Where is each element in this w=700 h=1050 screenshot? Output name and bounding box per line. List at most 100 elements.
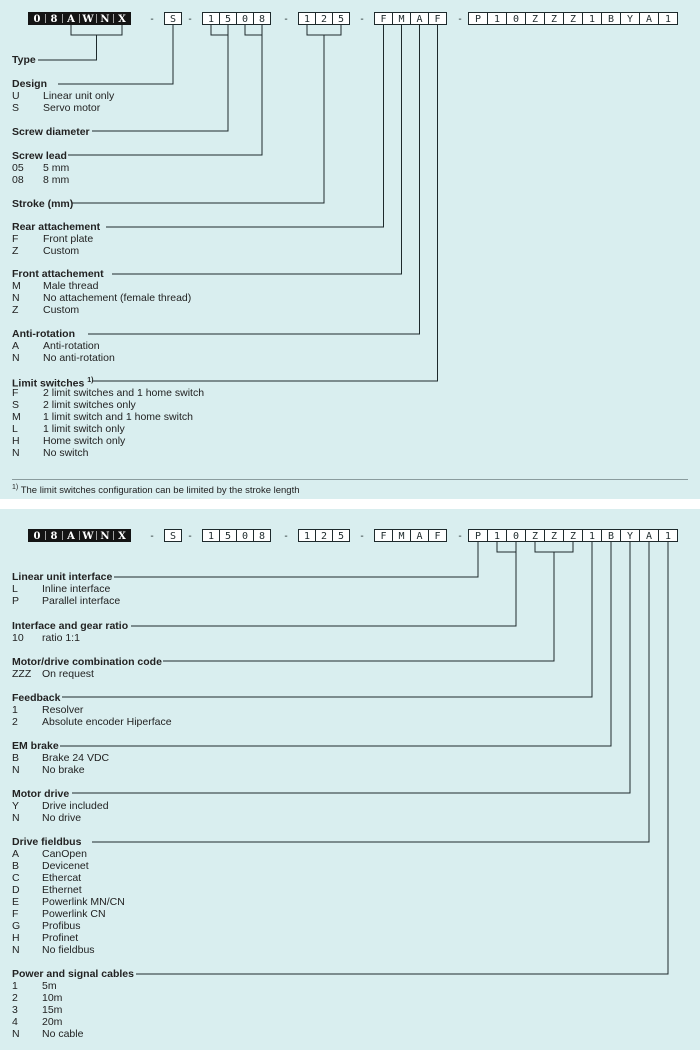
undefined-tail-code-char: P xyxy=(475,14,481,25)
separator-dash: - xyxy=(360,14,363,25)
interface-title: Linear unit interface xyxy=(12,571,113,583)
separator-dash: - xyxy=(458,14,461,25)
undefined-option-code-char: A xyxy=(416,531,422,542)
undefined-tail-code-char: Y xyxy=(627,531,633,542)
separator-dash: - xyxy=(360,531,363,542)
gear-leader xyxy=(131,552,517,627)
separator-dash: - xyxy=(188,531,191,542)
separator-dash: - xyxy=(150,531,153,542)
interface-code: L xyxy=(12,583,18,595)
limit-desc: Home switch only xyxy=(43,435,126,447)
motor-code: ZZZ xyxy=(12,668,32,680)
gear-desc: ratio 1:1 xyxy=(42,632,80,644)
front-code: N xyxy=(12,292,20,304)
cables-code: N xyxy=(12,1028,20,1040)
undefined-tail-code-char: 1 xyxy=(665,531,671,542)
fieldbus-code: G xyxy=(12,920,21,932)
screw-lead-code: 08 xyxy=(12,174,24,186)
fieldbus-desc: Profinet xyxy=(42,932,79,944)
front-desc: Custom xyxy=(43,304,80,316)
screw-diameter-label: Screw diameter xyxy=(12,126,90,138)
drive-title: Motor drive xyxy=(12,788,70,800)
rear-leader xyxy=(106,25,384,228)
drive-desc: Drive included xyxy=(42,800,109,812)
anti-rotation-title: Anti-rotation xyxy=(12,328,75,340)
front-leader xyxy=(112,25,402,275)
limit-desc: 1 limit switch and 1 home switch xyxy=(43,411,193,423)
separator-dash: - xyxy=(284,14,287,25)
undefined-tail-code-char: Z xyxy=(551,531,557,542)
brake-title: EM brake xyxy=(12,740,59,752)
diameter-bracket xyxy=(210,25,229,36)
undefined-lead-code-cell xyxy=(253,12,271,25)
undefined-tail-code-char: 1 xyxy=(494,531,500,542)
undefined-option-code-char: A xyxy=(416,14,422,25)
fieldbus-desc: Powerlink MN/CN xyxy=(42,896,125,908)
separator-dash: - xyxy=(458,531,461,542)
drive-code: Y xyxy=(12,800,20,812)
design-code: U xyxy=(12,90,20,102)
screw-lead-code: 05 xyxy=(12,162,24,174)
fieldbus-code: F xyxy=(12,908,19,920)
brake-desc: No brake xyxy=(42,764,85,776)
brake-code: B xyxy=(12,752,20,764)
undefined-tail-code-char: Z xyxy=(570,14,576,25)
limit-switches-title: Limit switches 1) xyxy=(12,375,94,390)
undefined-tail-code-char: 1 xyxy=(589,14,595,25)
limit-code: S xyxy=(12,399,20,411)
undefined-design-code-cell xyxy=(164,529,182,542)
drive-code: N xyxy=(12,812,20,824)
undefined-lead-code-char: 8 xyxy=(259,14,265,25)
fieldbus-desc: Devicenet xyxy=(42,860,89,872)
fieldbus-desc: Ethernet xyxy=(42,884,82,896)
undefined-lead-code-cell xyxy=(253,529,271,542)
fieldbus-code: D xyxy=(12,884,20,896)
cables-code: 3 xyxy=(12,1004,18,1016)
design-desc: Servo motor xyxy=(43,102,101,114)
type-bracket xyxy=(70,25,123,36)
front-desc: No attachement (female thread) xyxy=(43,292,192,304)
fieldbus-title: Drive fieldbus xyxy=(12,836,82,848)
anti-desc: Anti-rotation xyxy=(43,340,100,352)
rear-desc: Custom xyxy=(43,245,80,257)
top-panel xyxy=(0,0,700,499)
undefined-option-code-char: F xyxy=(380,14,386,25)
limit-desc: 2 limit switches and 1 home switch xyxy=(43,387,205,399)
type-label: Type xyxy=(12,54,36,66)
stroke-bracket xyxy=(306,25,342,36)
interface-desc: Parallel interface xyxy=(42,595,121,607)
undefined-diameter-code-char: 5 xyxy=(225,531,231,542)
fieldbus-code: N xyxy=(12,944,20,956)
limit-code: M xyxy=(12,411,21,423)
footnote: 1) The limit switches configuration can … xyxy=(12,482,300,497)
anti-leader xyxy=(88,25,420,335)
undefined-type-code-char: W xyxy=(81,531,94,542)
undefined-type-code-char: W xyxy=(81,14,94,25)
undefined-type-code-char: A xyxy=(66,531,75,542)
design-desc: Linear unit only xyxy=(43,90,115,102)
stroke-leader xyxy=(72,35,325,204)
cables-desc: 10m xyxy=(42,992,63,1004)
undefined-lead-code-char: 8 xyxy=(259,531,265,542)
undefined-diameter-code-char: 1 xyxy=(208,531,214,542)
undefined-diameter-code-char: 5 xyxy=(225,14,231,25)
undefined-tail-code-char: A xyxy=(646,531,652,542)
rear-code: F xyxy=(12,233,19,245)
front-desc: Male thread xyxy=(43,280,99,292)
undefined-stroke-code-char: 5 xyxy=(338,14,344,25)
undefined-stroke-code-char: 2 xyxy=(321,531,327,542)
brake-leader xyxy=(60,542,612,747)
fieldbus-desc: CanOpen xyxy=(42,848,87,860)
undefined-stroke-code-char: 1 xyxy=(304,531,310,542)
screw-lead-desc: 8 mm xyxy=(43,174,70,186)
undefined-type-code-char: X xyxy=(118,531,126,542)
limit-leader xyxy=(92,25,438,382)
interface-desc: Inline interface xyxy=(42,583,111,595)
design-code: S xyxy=(12,102,20,114)
undefined-tail-code-char: 1 xyxy=(589,531,595,542)
diameter-leader xyxy=(92,35,229,132)
limit-desc: No switch xyxy=(43,447,89,459)
brake-desc: Brake 24 VDC xyxy=(42,752,110,764)
cables-code: 4 xyxy=(12,1016,18,1028)
